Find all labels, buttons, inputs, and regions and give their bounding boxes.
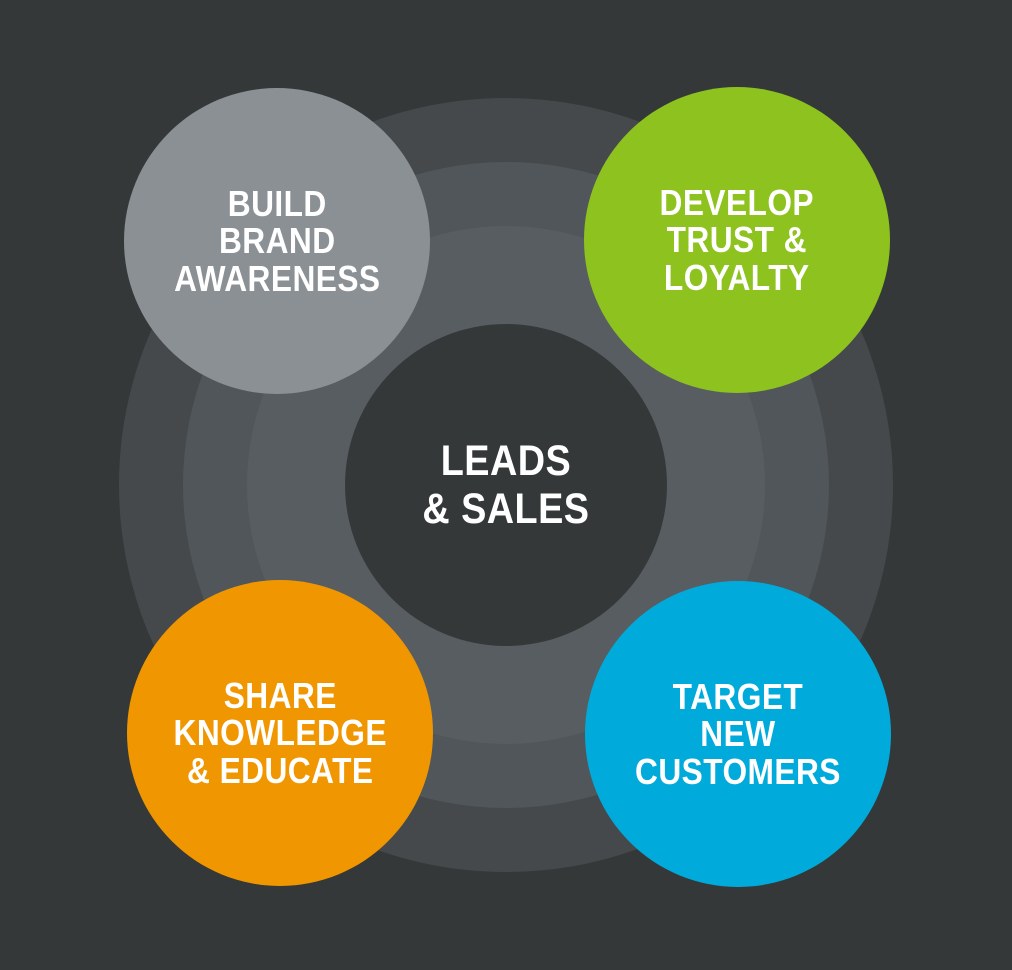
center-circle-leads-sales: LEADS & SALES	[345, 324, 667, 646]
node-develop-trust-loyalty: DEVELOP TRUST & LOYALTY	[584, 87, 890, 393]
node-develop-trust-loyalty-label: DEVELOP TRUST & LOYALTY	[659, 181, 815, 298]
label-line: KNOWLEDGE	[173, 712, 387, 754]
label-line: & SALES	[422, 485, 590, 533]
label-line: LOYALTY	[664, 256, 810, 298]
node-share-knowledge-educate-label: SHARE KNOWLEDGE & EDUCATE	[173, 674, 387, 791]
node-build-brand-awareness: BUILD BRAND AWARENESS	[124, 88, 430, 394]
label-line: CUSTOMERS	[635, 750, 841, 792]
label-line: SHARE	[223, 674, 337, 716]
label-line: & EDUCATE	[186, 749, 374, 791]
label-line: DEVELOP	[659, 181, 815, 223]
label-line: LEADS	[440, 436, 572, 485]
node-share-knowledge-educate: SHARE KNOWLEDGE & EDUCATE	[127, 580, 433, 886]
label-line: AWARENESS	[173, 257, 381, 299]
label-line: BRAND	[218, 220, 336, 262]
node-target-new-customers: TARGET NEW CUSTOMERS	[585, 581, 891, 887]
label-line: TRUST &	[666, 219, 808, 261]
label-line: BUILD	[227, 182, 327, 224]
node-build-brand-awareness-label: BUILD BRAND AWARENESS	[173, 182, 381, 299]
center-label: LEADS & SALES	[422, 437, 589, 533]
label-line: TARGET	[672, 675, 804, 717]
node-target-new-customers-label: TARGET NEW CUSTOMERS	[635, 675, 841, 792]
label-line: NEW	[700, 713, 776, 755]
